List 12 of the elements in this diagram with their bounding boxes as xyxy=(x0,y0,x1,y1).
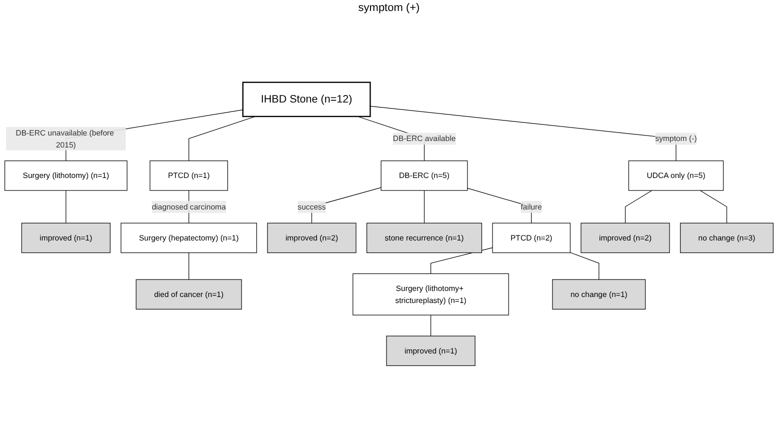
connector xyxy=(467,188,532,224)
connector xyxy=(188,252,190,280)
connector xyxy=(424,190,425,224)
connector xyxy=(188,116,256,162)
connector xyxy=(570,252,600,280)
node-box: IHBD Stone (n=12) xyxy=(242,82,371,118)
branch-label: symptom (+) xyxy=(358,2,420,14)
connector xyxy=(430,247,493,274)
connector xyxy=(370,106,676,162)
connector xyxy=(700,190,728,224)
connector xyxy=(624,190,652,224)
connector xyxy=(430,314,432,336)
